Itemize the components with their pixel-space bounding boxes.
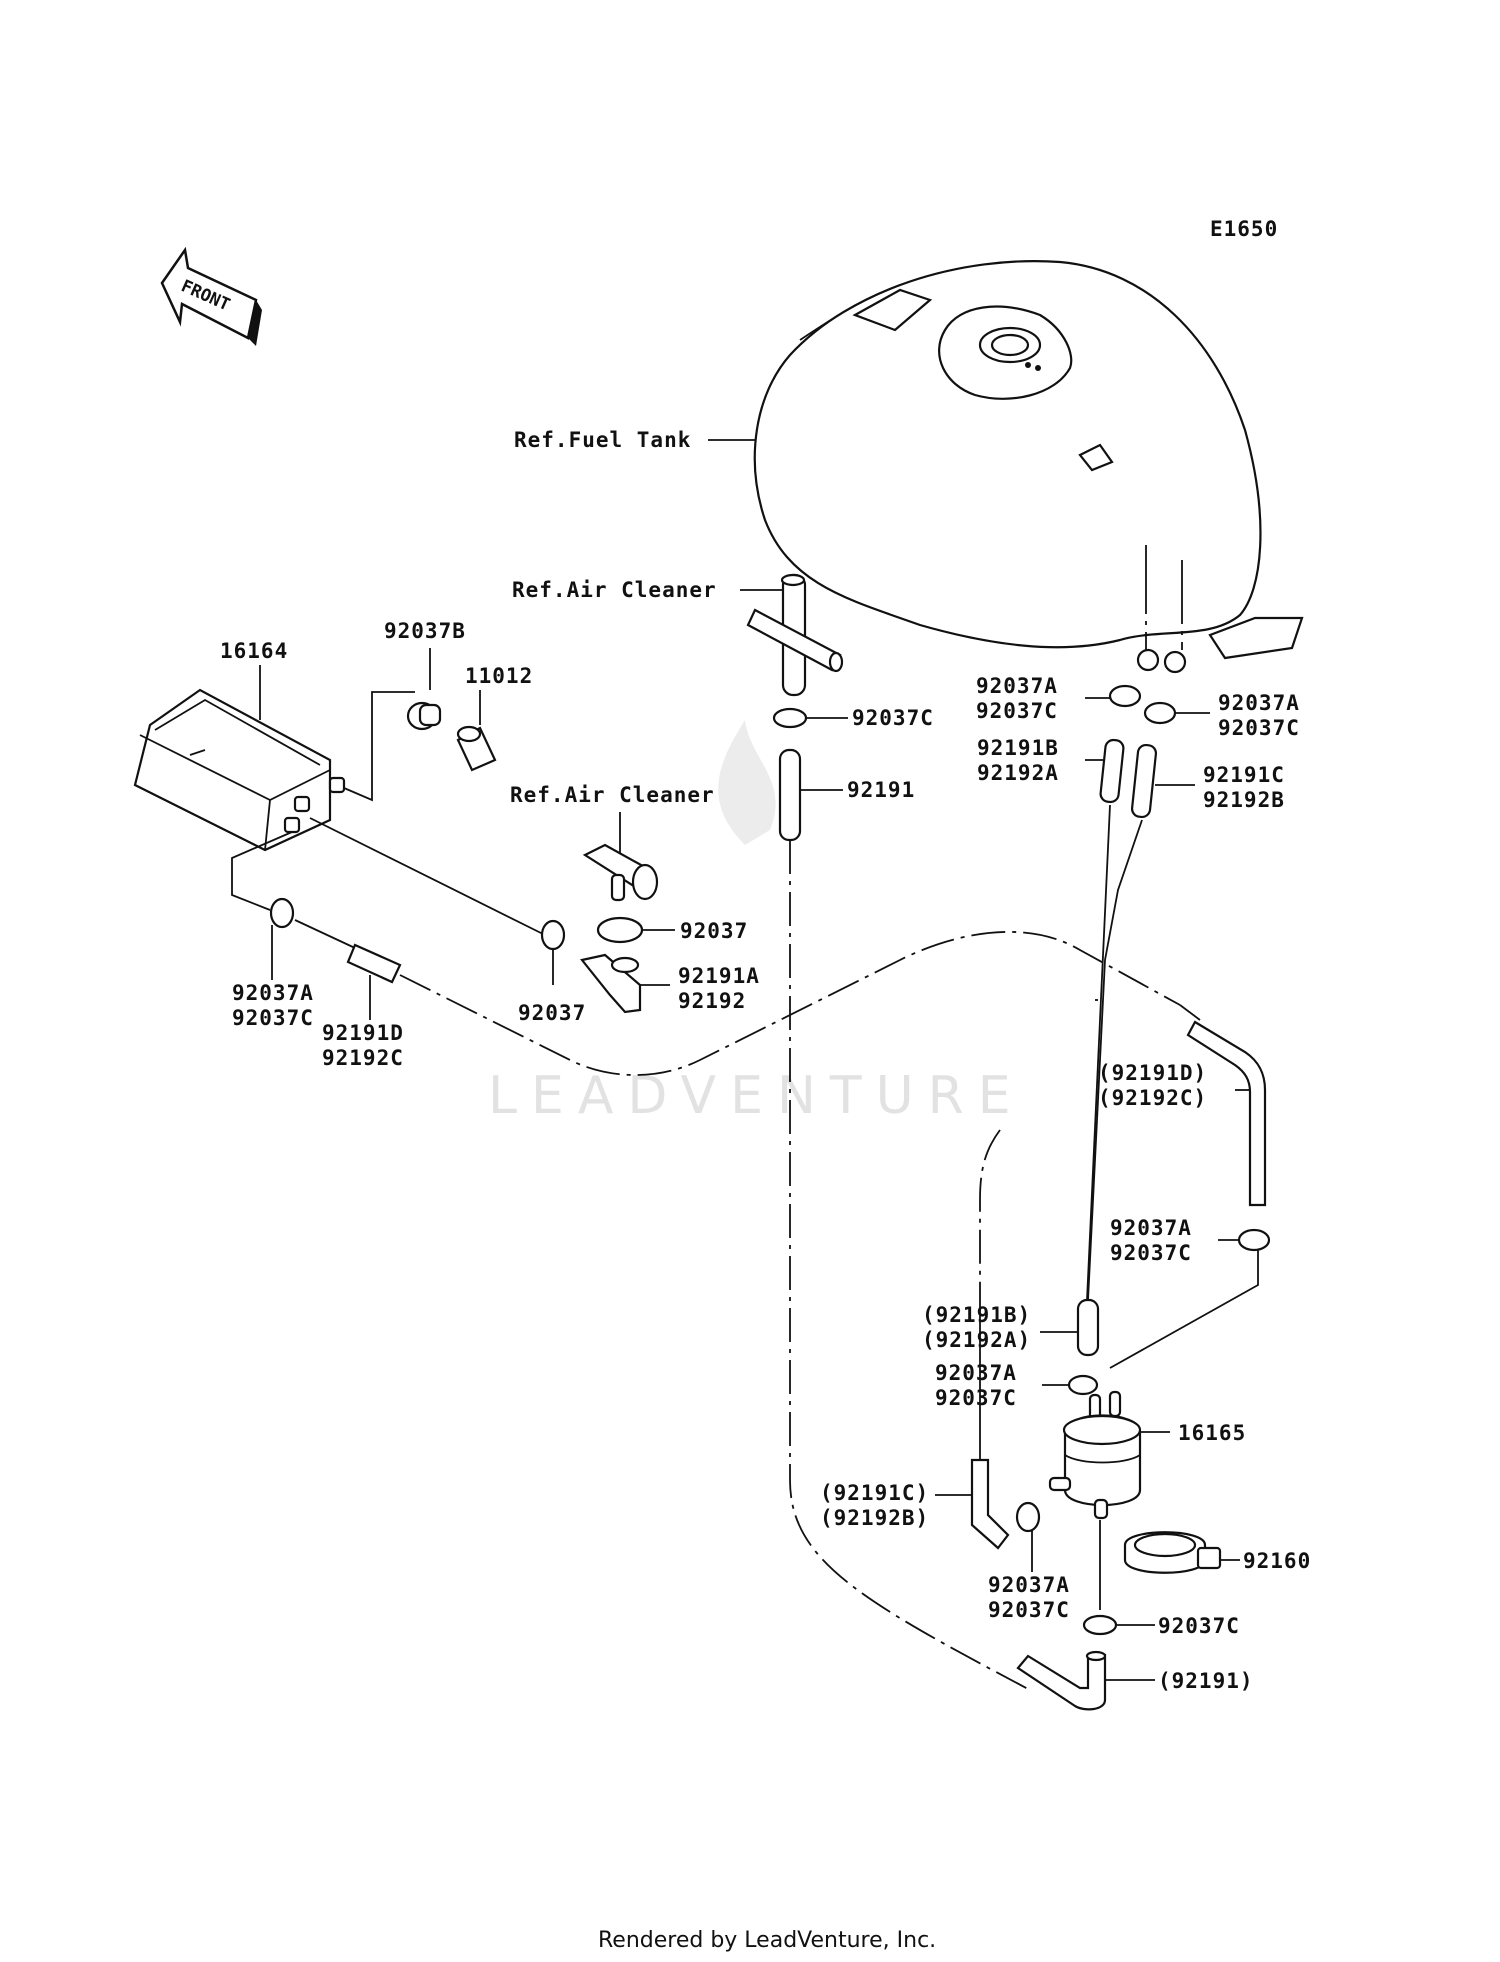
bracket-92160 (1123, 1531, 1222, 1574)
clamp-92037-left (540, 919, 566, 951)
clamp-92037a-filter (1067, 1374, 1099, 1396)
label-92191-paren: (92191) (1158, 1669, 1254, 1693)
clamp-92037b (406, 701, 442, 731)
label-92037c-mid: 92037C (1110, 1241, 1192, 1265)
label-92037c-bottom: 92037C (1158, 1614, 1240, 1638)
label-92037a-filter: 92037A (935, 1361, 1017, 1385)
clamp-92037a-tl (1108, 684, 1142, 708)
label-92192c: 92192C (322, 1046, 404, 1070)
label-92037c-bot: 92037C (988, 1598, 1070, 1622)
label-92191: 92191 (847, 778, 915, 802)
label-92192a: 92192A (977, 761, 1059, 785)
label-92037-right: 92037 (680, 919, 748, 943)
label-92191b: 92191B (977, 736, 1059, 760)
diagram-code: E1650 (1210, 217, 1278, 241)
label-11012: 11012 (465, 664, 533, 688)
label-92160: 92160 (1243, 1549, 1311, 1573)
ref-air-cleaner-label-2: Ref.Air Cleaner (510, 783, 715, 807)
label-92037a-bot: 92037A (988, 1573, 1070, 1597)
hose-92191-lower (1016, 1653, 1107, 1711)
hose-92191b-lower (1076, 1298, 1100, 1357)
label-92037c-filter: 92037C (935, 1386, 1017, 1410)
label-92037a-tr: 92037A (1218, 691, 1300, 715)
label-92037a-tl: 92037A (976, 674, 1058, 698)
hose-92191c-lower (970, 1458, 1010, 1550)
label-92037a-left: 92037A (232, 981, 314, 1005)
clamp-92037a-bot (1015, 1501, 1041, 1533)
hose-92191 (778, 748, 802, 842)
label-92192: 92192 (678, 989, 746, 1013)
label-92191c-paren: (92191C) (820, 1481, 929, 1505)
label-92037c-tl: 92037C (976, 699, 1058, 723)
air-cleaner-tee (746, 573, 844, 697)
hose-92191a (580, 953, 642, 1014)
clamp-92037a-tr (1143, 701, 1177, 725)
watermark-text: LEADVENTURE (488, 1066, 1025, 1126)
label-92191b-paren: (92191B) (922, 1303, 1031, 1327)
label-92037c-left: 92037C (232, 1006, 314, 1030)
label-92037a-mid: 92037A (1110, 1216, 1192, 1240)
front-arrow-icon: FRONT (160, 246, 262, 346)
hose-92191d-left (346, 943, 402, 984)
label-92037-below: 92037 (518, 1001, 586, 1025)
footer-credit: Rendered by LeadVenture, Inc. (598, 1928, 936, 1953)
label-16164: 16164 (220, 639, 288, 663)
label-92037c-tr: 92037C (1218, 716, 1300, 740)
hose-92191b (1099, 738, 1125, 804)
label-92191a: 92191A (678, 964, 760, 988)
clamp-92037-right (596, 916, 644, 944)
label-92191c: 92191C (1203, 763, 1285, 787)
ref-air-cleaner-label-1: Ref.Air Cleaner (512, 578, 717, 602)
clamp-92037c-top (772, 707, 808, 729)
label-92192b: 92192B (1203, 788, 1285, 812)
label-92037b: 92037B (384, 619, 466, 643)
canister-16164 (133, 688, 346, 852)
watermark: LEADVENTURE (488, 720, 1025, 1126)
label-92191d: 92191D (322, 1021, 404, 1045)
cap-11012 (456, 725, 497, 772)
hose-92191d-right (1186, 1020, 1267, 1207)
label-92192b-paren: (92192B) (820, 1506, 929, 1530)
fuel-tank (753, 260, 1304, 674)
label-92037c-top: 92037C (852, 706, 934, 730)
fuel-filter-16165 (1048, 1390, 1142, 1520)
clamp-92037a-left (269, 897, 295, 929)
air-cleaner-fitting (582, 843, 659, 902)
label-92192c-paren: (92192C) (1098, 1086, 1207, 1110)
hose-92191c (1130, 743, 1158, 819)
label-16165: 16165 (1178, 1421, 1246, 1445)
clamp-92037a-mid (1237, 1228, 1271, 1252)
label-92192a-paren: (92192A) (922, 1328, 1031, 1352)
label-92191d-paren: (92191D) (1098, 1061, 1207, 1085)
clamp-92037c-bottom (1082, 1614, 1118, 1636)
ref-fuel-tank-label: Ref.Fuel Tank (514, 428, 691, 452)
